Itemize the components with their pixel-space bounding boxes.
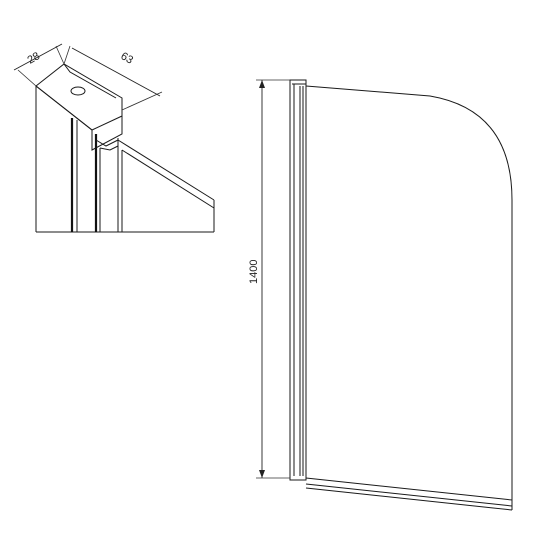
glass-panel-outline bbox=[305, 85, 513, 501]
profile-cap-edge bbox=[35, 85, 93, 131]
dim-63-label: 63 bbox=[119, 50, 136, 67]
hinge-bracket-lower bbox=[99, 145, 119, 151]
bottom-seal bbox=[305, 483, 513, 507]
dim-1400-arrow-bottom bbox=[259, 470, 265, 478]
glass-top-edge bbox=[117, 139, 215, 201]
wall-profile bbox=[289, 79, 307, 481]
dim-28-ext-left bbox=[17, 69, 37, 87]
dim-63-ext-left bbox=[63, 45, 71, 65]
dim-1400-arrow-top bbox=[259, 80, 265, 88]
dim-63-ext-right bbox=[121, 91, 163, 111]
profile-detail-view: 28 63 bbox=[13, 43, 215, 233]
glass-top-edge-inner bbox=[121, 149, 215, 209]
dim-28-label: 28 bbox=[26, 50, 43, 67]
dim-63-line bbox=[71, 47, 161, 97]
dim-1400-label: 1400 bbox=[248, 260, 260, 284]
profile-top-inner bbox=[63, 63, 117, 99]
bottom-seal-lower bbox=[305, 487, 513, 511]
dim-28-ext-right bbox=[55, 45, 65, 65]
hinge-bracket bbox=[95, 139, 119, 147]
screw-hole-icon bbox=[70, 86, 86, 96]
bath-screen-front-view: 1400 bbox=[248, 79, 513, 511]
dim-28-line bbox=[13, 43, 63, 71]
profile-front-face bbox=[91, 116, 123, 151]
